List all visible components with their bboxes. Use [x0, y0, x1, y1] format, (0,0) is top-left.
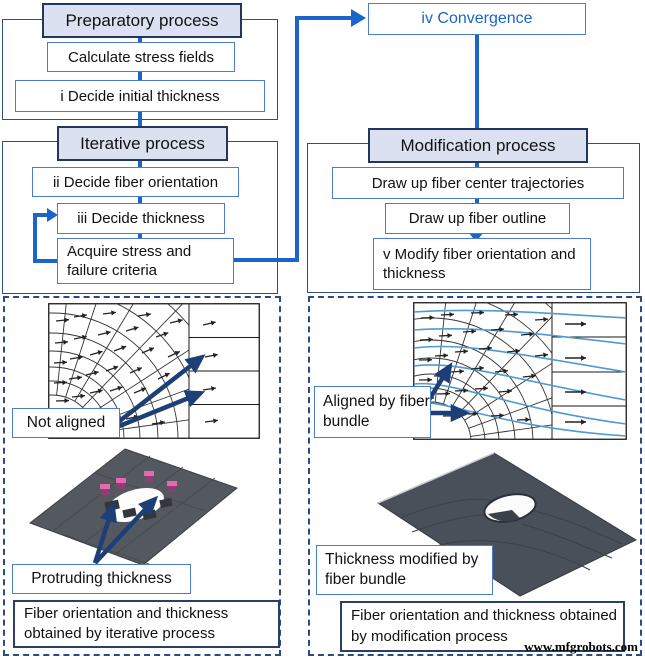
connector [475, 196, 479, 204]
label-text: Aligned by fiber bundle [323, 392, 430, 430]
connector [475, 32, 479, 128]
thickness-modified-label: Thickness modified by fiber bundle [316, 545, 493, 595]
loop-connector [33, 215, 37, 263]
modification-title: Modification process [400, 135, 556, 155]
step-label: Draw up fiber center trajectories [371, 174, 585, 192]
plate-protruding-figure [28, 448, 239, 568]
step-modify-orientation-thickness: v Modify fiber orientation and thickness [373, 238, 591, 290]
label-text: Thickness modified by fiber bundle [325, 550, 479, 588]
label-text: Not aligned [26, 413, 106, 431]
step-decide-initial-thickness: i Decide initial thickness [15, 80, 265, 112]
step-label: iii Decide thickness [77, 210, 205, 227]
convergence-arrowhead-icon [351, 9, 366, 27]
step-acquire-stress: Acquire stress and failure criteria [57, 238, 234, 284]
connector [475, 158, 479, 168]
step-decide-thickness: iii Decide thickness [57, 203, 225, 234]
step-calculate-stress-fields: Calculate stress fields [47, 42, 235, 72]
preparatory-process-header: Preparatory process [42, 3, 242, 38]
label-text: Protruding thickness [31, 569, 172, 587]
caption-text: Fiber orientation and thickness obtained… [24, 604, 229, 642]
connector [138, 69, 142, 81]
not-aligned-label: Not aligned [12, 408, 120, 438]
iterative-result-caption: Fiber orientation and thickness obtained… [13, 600, 280, 648]
connector [138, 109, 142, 127]
connector [138, 34, 142, 43]
feedback-connector [295, 16, 299, 262]
step-label: Acquire stress and failure criteria [67, 242, 192, 279]
step-label: ii Decide fiber orientation [52, 173, 219, 191]
loop-connector [33, 259, 59, 263]
step-label: Calculate stress fields [68, 48, 214, 66]
plate-modified-figure [376, 452, 638, 597]
mesh-aligned-figure [413, 302, 627, 440]
step-draw-fiber-trajectories: Draw up fiber center trajectories [332, 167, 624, 199]
connector [138, 156, 142, 168]
iterative-title: Iterative process [80, 133, 205, 153]
aligned-by-fiber-bundle-label: Aligned by fiber bundle [314, 386, 431, 438]
modification-result-caption: Fiber orientation and thickness obtained… [340, 601, 625, 652]
modification-process-header: Modification process [368, 128, 588, 163]
protrusion-blocks [100, 471, 177, 495]
step-label: iv Convergence [421, 10, 533, 27]
iterative-process-header: Iterative process [57, 126, 228, 161]
caption-text: Fiber orientation and thickness obtained… [351, 607, 618, 645]
step-label: i Decide initial thickness [60, 87, 220, 105]
step-draw-fiber-outline: Draw up fiber outline [385, 203, 570, 234]
loop-connector [33, 213, 49, 217]
loop-arrowhead-icon [47, 208, 58, 222]
connector [138, 194, 142, 204]
modify-arrowhead-icon [469, 233, 483, 242]
watermark: www.mfgrobots.com [524, 639, 638, 654]
feedback-connector [295, 16, 352, 20]
step-label: Draw up fiber outline [408, 210, 547, 227]
feedback-connector [221, 258, 299, 262]
preparatory-title: Preparatory process [65, 10, 219, 30]
step-label: v Modify fiber orientation and thickness [383, 245, 576, 282]
protruding-thickness-label: Protruding thickness [12, 564, 191, 594]
step-decide-fiber-orientation: ii Decide fiber orientation [32, 167, 239, 197]
connector [138, 231, 142, 239]
step-convergence: iv Convergence [368, 3, 586, 35]
